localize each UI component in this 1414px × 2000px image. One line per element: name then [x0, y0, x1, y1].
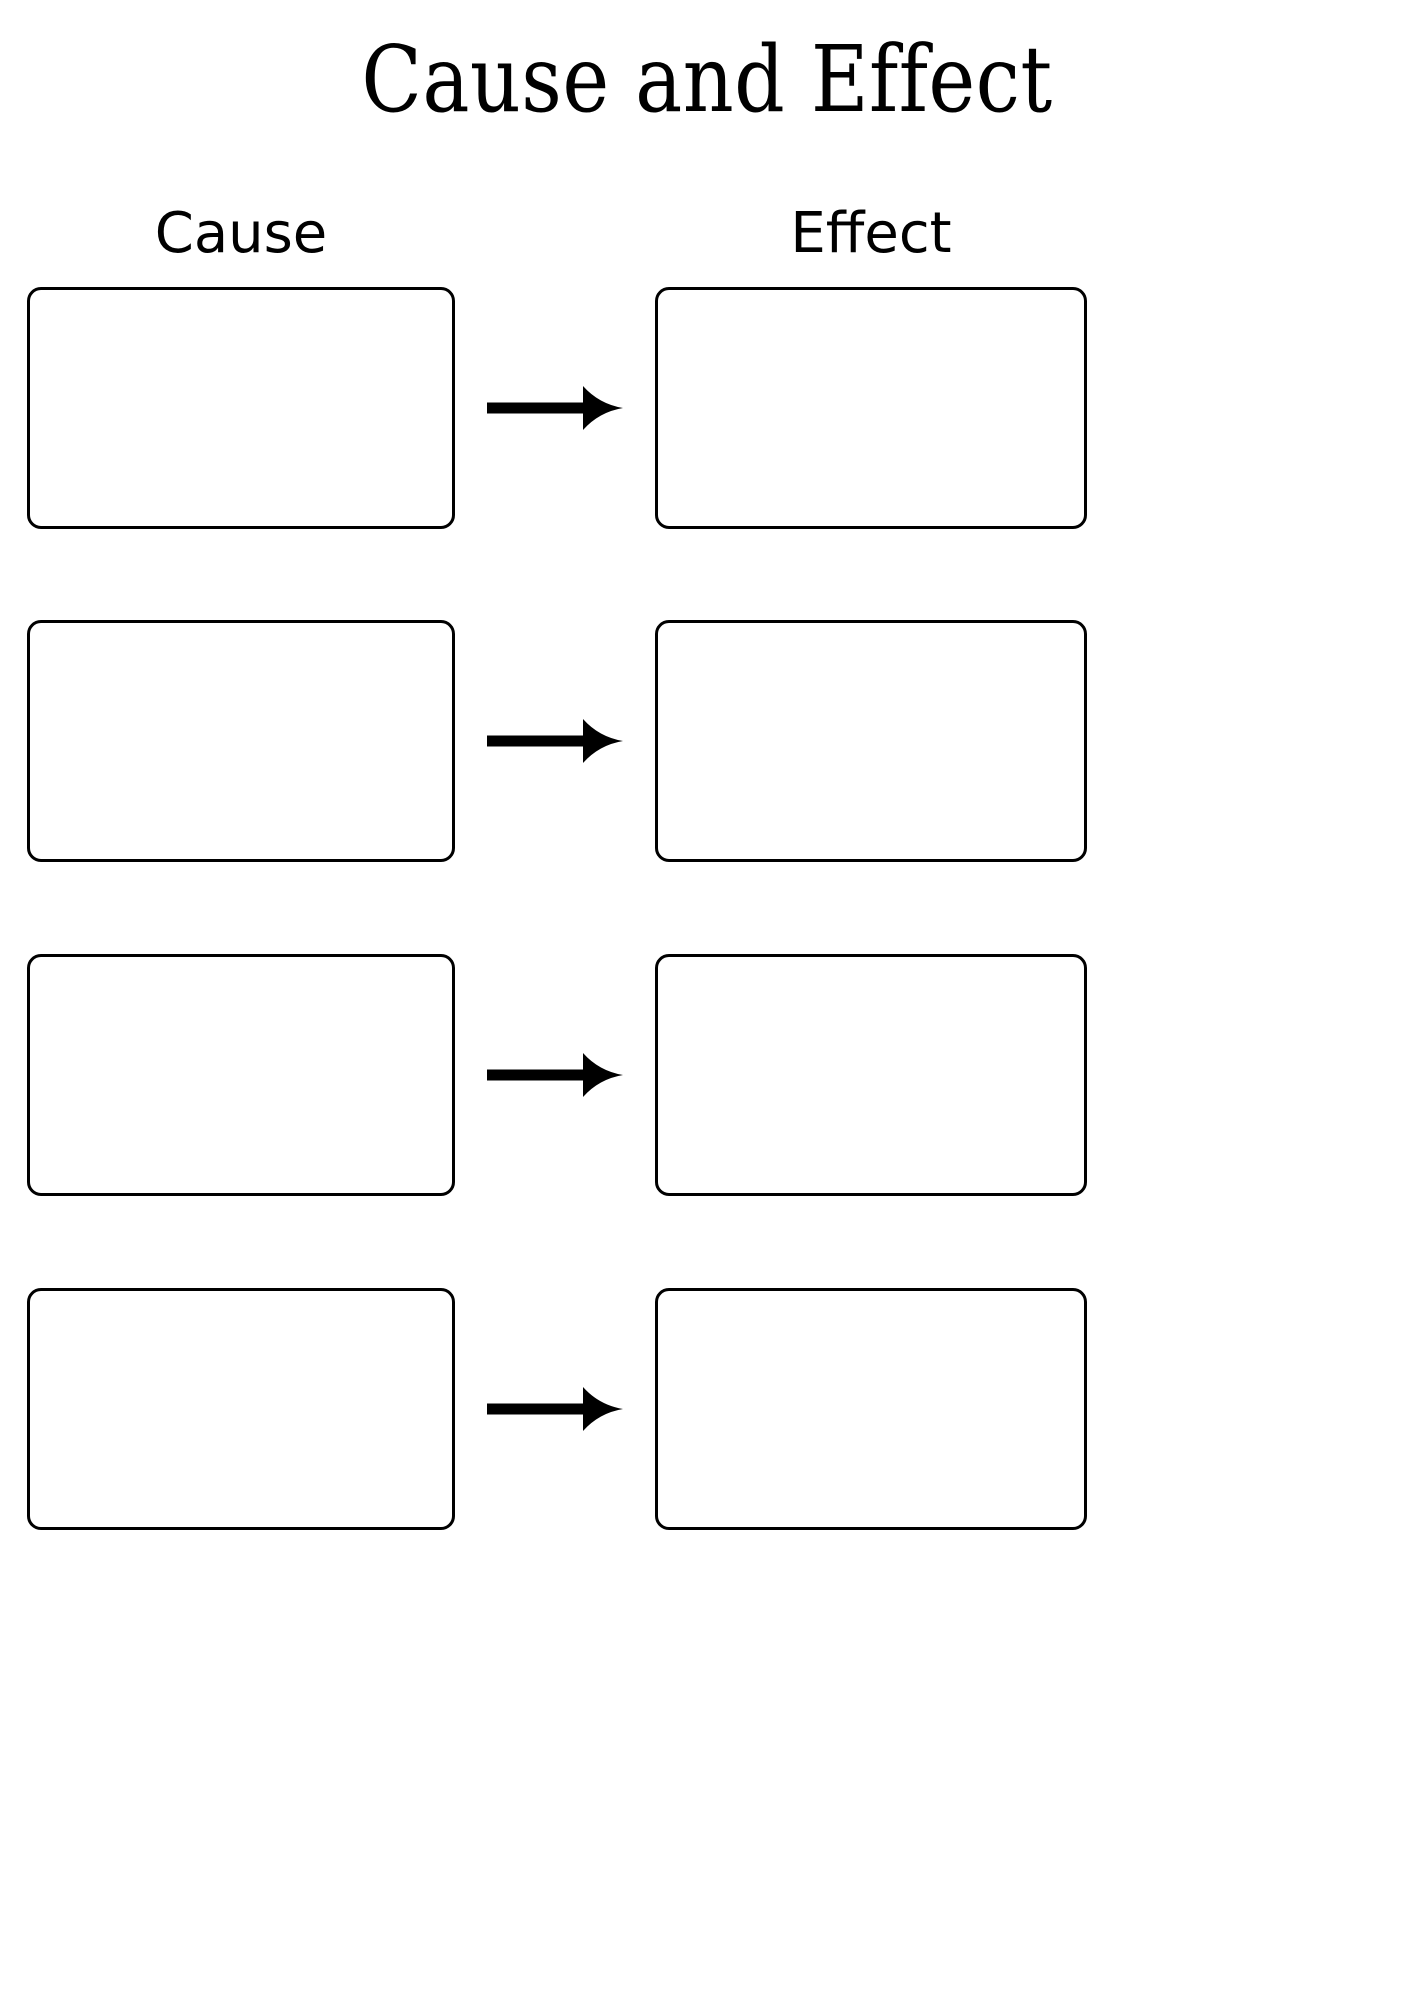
- right-arrow-icon: [487, 382, 623, 434]
- cause-effect-row: [0, 954, 1414, 1196]
- column-heading-cause: Cause: [154, 201, 328, 266]
- cause-effect-row: [0, 287, 1414, 529]
- right-arrow-icon: [487, 715, 623, 767]
- effect-box[interactable]: [655, 1288, 1087, 1530]
- right-arrow-icon: [487, 1383, 623, 1435]
- cause-box[interactable]: [27, 287, 455, 529]
- column-heading-effect: Effect: [790, 201, 952, 266]
- effect-box[interactable]: [655, 620, 1087, 862]
- cause-box[interactable]: [27, 954, 455, 1196]
- effect-box[interactable]: [655, 954, 1087, 1196]
- cause-effect-row: [0, 620, 1414, 862]
- page-title: Cause and Effect: [361, 26, 1053, 133]
- right-arrow-icon: [487, 1049, 623, 1101]
- cause-effect-row: [0, 1288, 1414, 1530]
- effect-box[interactable]: [655, 287, 1087, 529]
- cause-box[interactable]: [27, 620, 455, 862]
- cause-box[interactable]: [27, 1288, 455, 1530]
